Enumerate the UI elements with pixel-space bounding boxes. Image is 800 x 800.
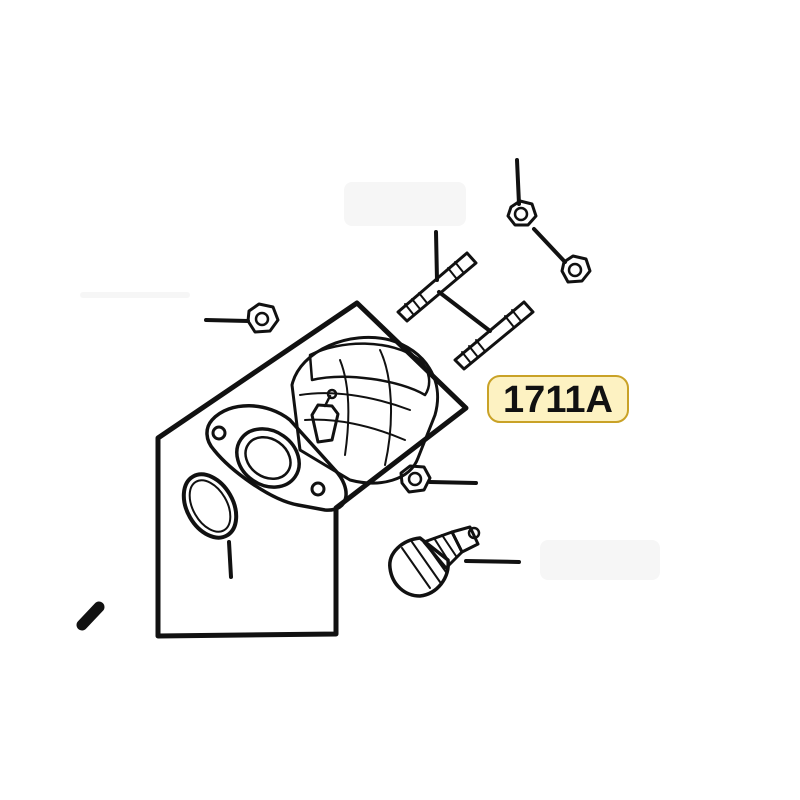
leader-lines xyxy=(204,158,567,579)
hex-nut-top-1 xyxy=(506,199,538,227)
temperature-sensor xyxy=(388,525,481,598)
o-ring-gasket xyxy=(181,472,239,540)
stud-bolt-upper xyxy=(396,251,478,323)
ghost-marks xyxy=(80,182,660,580)
hex-nut-right xyxy=(399,464,432,494)
hex-nut-left xyxy=(246,302,280,334)
assembly-group-outline xyxy=(155,300,469,639)
hex-nut-top-2 xyxy=(560,254,592,284)
partial-leader-left xyxy=(76,601,105,631)
part-number-label: 1711A xyxy=(503,379,613,421)
thermostat-housing xyxy=(205,335,440,512)
stud-bolt-lower xyxy=(453,300,535,371)
callout-box xyxy=(487,375,629,423)
part-number-callout: 1711A xyxy=(487,375,629,423)
